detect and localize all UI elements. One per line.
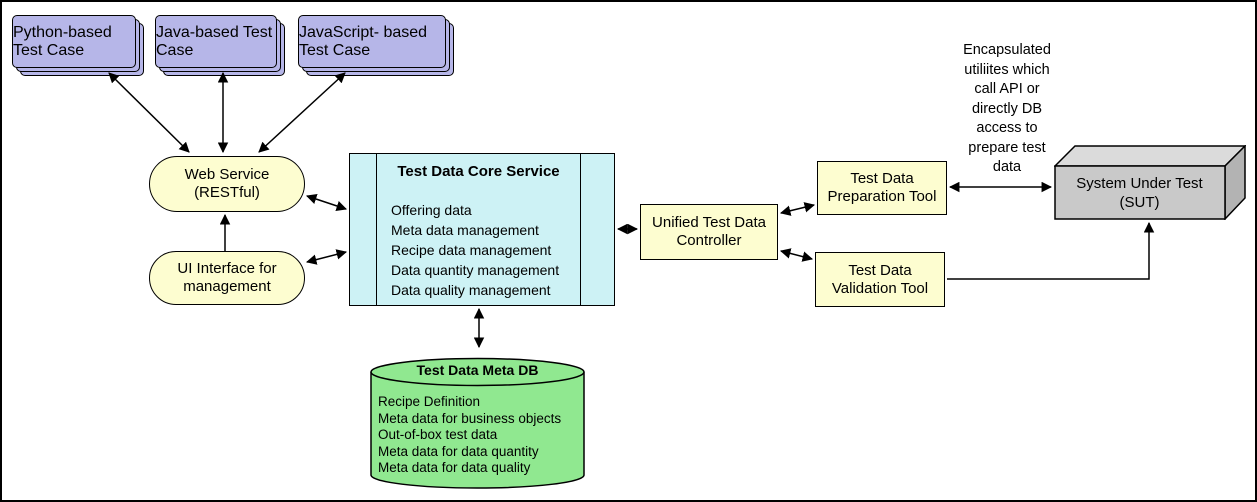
annotation-text: Encapsulated utiliites which call API or… [963,42,1051,175]
web-service-node: Web Service (RESTful) [149,156,305,212]
meta-db-item: Out-of-box test data [378,427,498,442]
core-service-item: Meta data management [391,222,539,238]
meta-db-item: Meta data for data quantity [378,443,539,459]
core-right-divider [580,154,581,305]
meta-db-item: Meta data for data quality [378,460,531,475]
preparation-tool-node: Test Data Preparation Tool [817,161,947,215]
arrow-javascript-webservice [258,72,346,153]
arrow-python-webservice [108,72,190,153]
core-service-items: Offering data Meta data management Recip… [391,200,559,300]
meta-db-node: Test Data Meta DB Recipe Definition Meta… [370,350,585,492]
validation-tool-node: Test Data Validation Tool [815,252,945,307]
arrow-validation-sut [947,221,1155,280]
meta-db-item: Meta data for business objects [378,410,562,426]
web-service-label: Web Service (RESTful) [184,166,270,201]
test-case-javascript-label: JavaScript- based Test Case [299,23,428,59]
stack-sheet: JavaScript- based Test Case [298,15,446,68]
test-case-java-node: Java-based Test Case [155,15,285,76]
core-service-item: Data quantity management [391,262,560,278]
core-left-divider [376,154,377,305]
sut-node: System Under Test (SUT) [1053,144,1247,221]
validation-tool-label: Test Data Validation Tool [831,261,929,297]
test-case-python-label: Python-based Test Case [13,23,112,59]
meta-db-title: Test Data Meta DB [416,362,539,378]
test-case-python-node: Python-based Test Case [12,15,144,76]
core-service-item: Recipe data management [391,242,552,258]
stack-sheet: Python-based Test Case [12,15,136,68]
core-service-node: Test Data Core Service Offering data Met… [349,153,615,306]
core-service-item: Offering data [391,202,472,218]
arrow-ui-core [305,249,348,265]
arrow-webservice-core [306,194,347,211]
sut-label: System Under Test (SUT) [1076,174,1203,211]
test-case-javascript-node: JavaScript- based Test Case [298,15,454,76]
test-case-java-label: Java-based Test Case [156,23,273,59]
ui-interface-node: UI Interface for management [149,251,305,305]
cube-shape [1053,144,1247,221]
controller-label: Unified Test Data Controller [652,214,766,249]
ui-interface-label: UI Interface for management [177,260,277,295]
preparation-tool-label: Test Data Preparation Tool [827,170,937,205]
core-service-title: Test Data Core Service [397,163,560,180]
arrow-controller-validation [779,248,814,262]
core-service-item: Data quality management [391,282,551,298]
meta-db-item: Recipe Definition [378,394,481,409]
meta-db-items: Recipe Definition Meta data for business… [378,394,561,477]
controller-node: Unified Test Data Controller [640,204,778,260]
cylinder-shape [370,357,585,489]
arrow-controller-preparation [779,202,816,216]
stack-sheet: Java-based Test Case [155,15,277,68]
